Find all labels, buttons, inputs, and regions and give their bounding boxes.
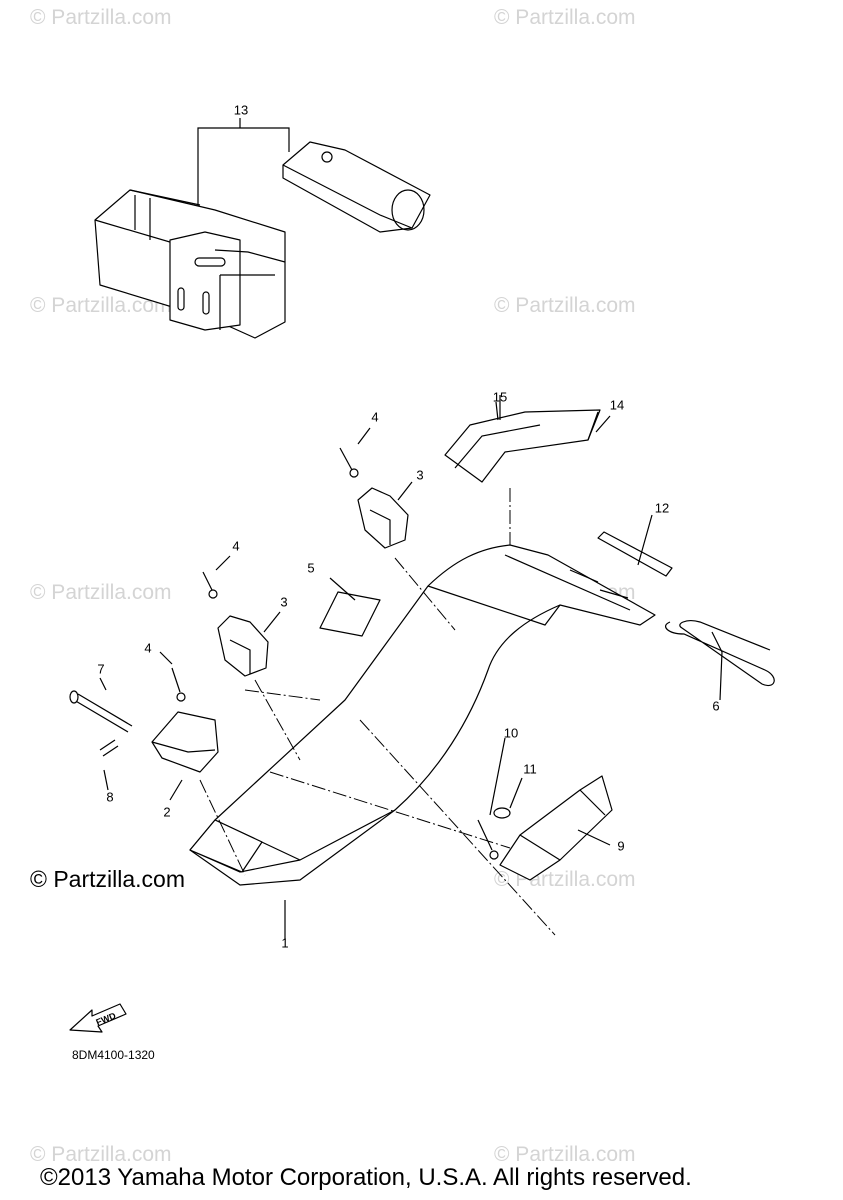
callout-14: 14 <box>609 397 625 413</box>
part-1-fender <box>190 545 655 885</box>
part-number: 8DM4100-1320 <box>72 1048 155 1062</box>
callout-3: 3 <box>416 467 424 483</box>
part-5-label <box>320 592 380 636</box>
callout-3: 3 <box>280 594 288 610</box>
copyright-notice: ©2013 Yamaha Motor Corporation, U.S.A. A… <box>40 1164 692 1191</box>
leader-lines <box>200 488 555 935</box>
callout-2: 2 <box>163 804 171 820</box>
callout-9: 9 <box>617 838 625 854</box>
callout-13: 13 <box>233 102 249 118</box>
part-2-hinge <box>152 712 218 772</box>
part-6-handle <box>666 621 775 700</box>
part-4-screws <box>172 448 358 701</box>
watermark: © Partzilla.com <box>30 6 172 29</box>
watermark: © Partzilla.com <box>30 581 172 604</box>
part-3-bracket-upper <box>358 488 408 548</box>
callout-15: 15 <box>492 389 508 405</box>
callout-10: 10 <box>503 725 519 741</box>
callout-1: 1 <box>281 935 289 951</box>
callout-11: 11 <box>523 761 537 777</box>
callout-7: 7 <box>97 661 105 677</box>
callout-6: 6 <box>712 698 720 714</box>
callout-8: 8 <box>106 789 114 805</box>
watermark: © Partzilla.com <box>494 6 636 29</box>
part-7-8-bolt <box>70 691 132 756</box>
watermark: © Partzilla.com <box>30 1143 172 1166</box>
callout-4: 4 <box>144 640 152 656</box>
callout-4: 4 <box>232 538 240 554</box>
callout-5: 5 <box>307 560 315 576</box>
brand-mark: © Partzilla.com <box>30 866 185 892</box>
callout-4: 4 <box>371 409 379 425</box>
part-13-tool-bag <box>95 118 430 338</box>
watermark: © Partzilla.com <box>494 294 636 317</box>
part-3-bracket-lower <box>218 616 268 676</box>
callout-12: 12 <box>654 500 670 516</box>
watermark: © Partzilla.com <box>494 1143 636 1166</box>
watermark: © Partzilla.com <box>30 294 172 317</box>
fwd-arrow-icon: FWD <box>70 1004 126 1032</box>
part-12-strip <box>598 532 672 576</box>
callout-leaders <box>100 402 652 940</box>
part-9-10-11-latch <box>478 776 612 880</box>
part-14-15-reflector <box>445 395 600 482</box>
